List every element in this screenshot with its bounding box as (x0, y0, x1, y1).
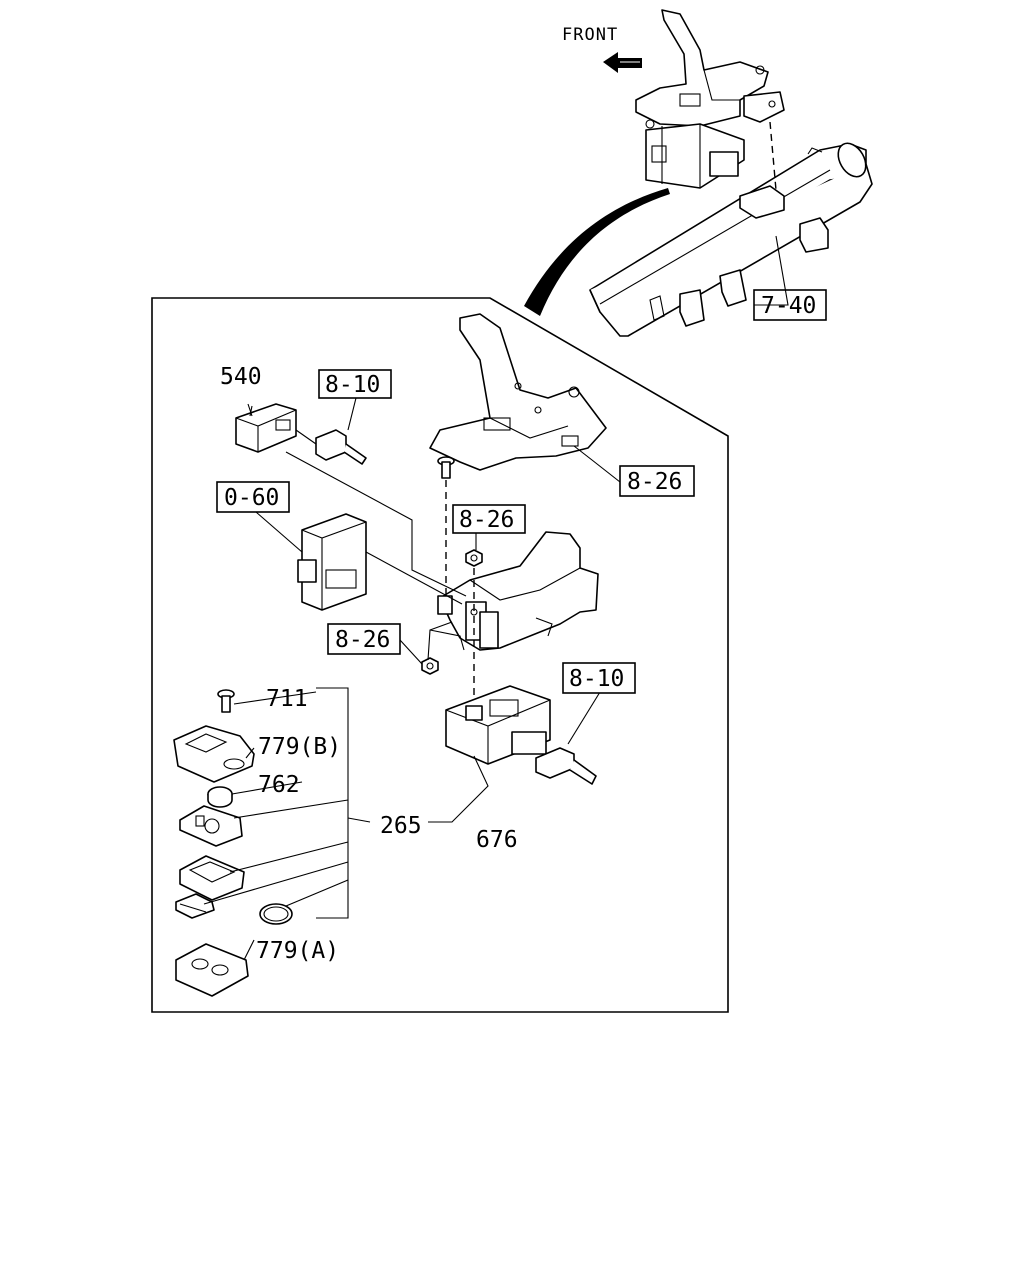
part-676-module-drawing (445, 685, 551, 765)
part-540-relay-drawing (235, 403, 297, 453)
part-0-60-control-unit-drawing (297, 513, 367, 611)
part-label-762: 762 (258, 772, 300, 798)
column-overview-assembly: FRONT (524, 9, 873, 337)
ref-7-40: 7-40 (761, 293, 816, 319)
front-label: FRONT (562, 25, 618, 45)
leader-lines (203, 397, 621, 961)
detail-lower-bracket (429, 531, 599, 651)
ref-8-26-left: 8-26 (335, 627, 390, 653)
connector-bottom-drawing (535, 747, 597, 785)
wire-harness-lines (285, 429, 467, 661)
part-label-779a: 779(A) (256, 938, 339, 964)
bracket-screw-drawing (437, 456, 455, 600)
steering-tube-drawing (589, 142, 873, 337)
ref-8-10-bottom-box (562, 662, 636, 694)
ref-8-26-nut-box (452, 504, 526, 534)
part-label-676: 676 (476, 827, 518, 853)
key-fob-parts-drawing (173, 689, 293, 997)
left-nut-drawing (421, 657, 439, 675)
upper-bracket-drawing (635, 9, 785, 189)
detail-callout-arrow (524, 188, 670, 316)
part-label-265: 265 (380, 813, 422, 839)
front-arrow-icon (603, 52, 642, 73)
ref-8-26-bracket: 8-26 (627, 469, 682, 495)
ref-0-60: 0-60 (224, 485, 279, 511)
part-label-711: 711 (266, 686, 308, 712)
part-label-779b: 779(B) (258, 734, 341, 760)
ref-8-10-top-box (318, 369, 392, 399)
ref-8-26-left-box (327, 623, 401, 655)
connector-top-drawing (315, 429, 367, 465)
detail-frame (151, 297, 729, 1013)
part-label-540: 540 (220, 364, 262, 390)
ref-8-26-bracket-box (619, 465, 695, 497)
ref-8-10-bottom: 8-10 (569, 666, 624, 692)
ref-8-26-nut: 8-26 (459, 507, 514, 533)
ref-0-60-box (216, 481, 290, 513)
ref-7-40-leader (754, 235, 789, 306)
ref-8-10-top: 8-10 (325, 372, 380, 398)
nut-drawing (465, 549, 483, 700)
detail-upper-bracket (429, 313, 607, 471)
